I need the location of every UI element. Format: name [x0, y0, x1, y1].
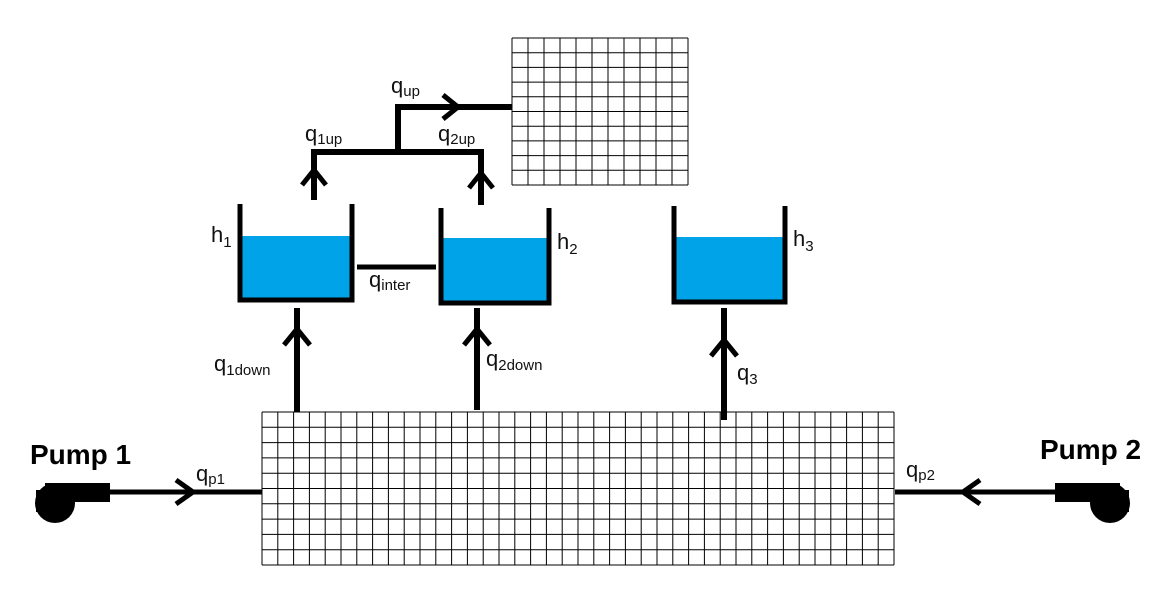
tank-3 — [671, 206, 788, 305]
tank-2-level-label: h2 — [557, 229, 578, 258]
flow-label-q-p2: qp2 — [906, 457, 935, 484]
pipe-up-arrowhead — [441, 93, 463, 121]
pipe-2up-arrowhead — [467, 168, 495, 190]
flow-label-q-up: qup — [391, 73, 420, 100]
tank-3-walls — [671, 206, 788, 305]
pump-2-flow-arrowhead — [958, 477, 982, 507]
upper-reservoir-grid — [511, 37, 689, 186]
pipe-3-arrowhead — [709, 336, 739, 358]
pump-1-flow-arrowhead — [174, 477, 198, 507]
flow-label-q-p1: qp1 — [196, 461, 225, 488]
flow-label-q-2up: q2up — [438, 121, 475, 148]
tank-1-walls — [237, 204, 355, 303]
tank-2-walls — [438, 208, 552, 306]
lower-basin-grid — [261, 411, 895, 566]
pipe-2down-arrowhead — [462, 325, 492, 347]
flow-label-q-3: q3 — [737, 360, 758, 388]
pump-2-assembly — [895, 477, 1130, 523]
pump-1-label: Pump 1 — [30, 439, 131, 470]
tank-1-water — [242, 236, 350, 298]
flow-label-q-1down: q1down — [214, 351, 270, 379]
tank-1 — [237, 204, 355, 303]
pump-2-label: Pump 2 — [1040, 434, 1141, 465]
pipe-1up-arrowhead — [300, 165, 328, 187]
tank-2 — [438, 208, 552, 306]
supply-pipes — [282, 308, 739, 420]
tank-3-level-label: h3 — [793, 226, 814, 255]
pump-icon — [1055, 483, 1130, 523]
flow-label-q-2down: q2down — [486, 346, 542, 374]
flow-label-q-inter: qinter — [369, 267, 410, 294]
tank-2-water — [443, 238, 548, 301]
pipe-1down-arrowhead — [282, 325, 312, 347]
pump-1-assembly — [35, 477, 262, 523]
tank-1-level-label: h1 — [211, 222, 232, 251]
tank-3-water — [676, 237, 783, 300]
pump-icon — [35, 483, 110, 523]
flow-label-q-1up: q1up — [305, 121, 342, 148]
top-outflow-piping — [300, 93, 512, 205]
